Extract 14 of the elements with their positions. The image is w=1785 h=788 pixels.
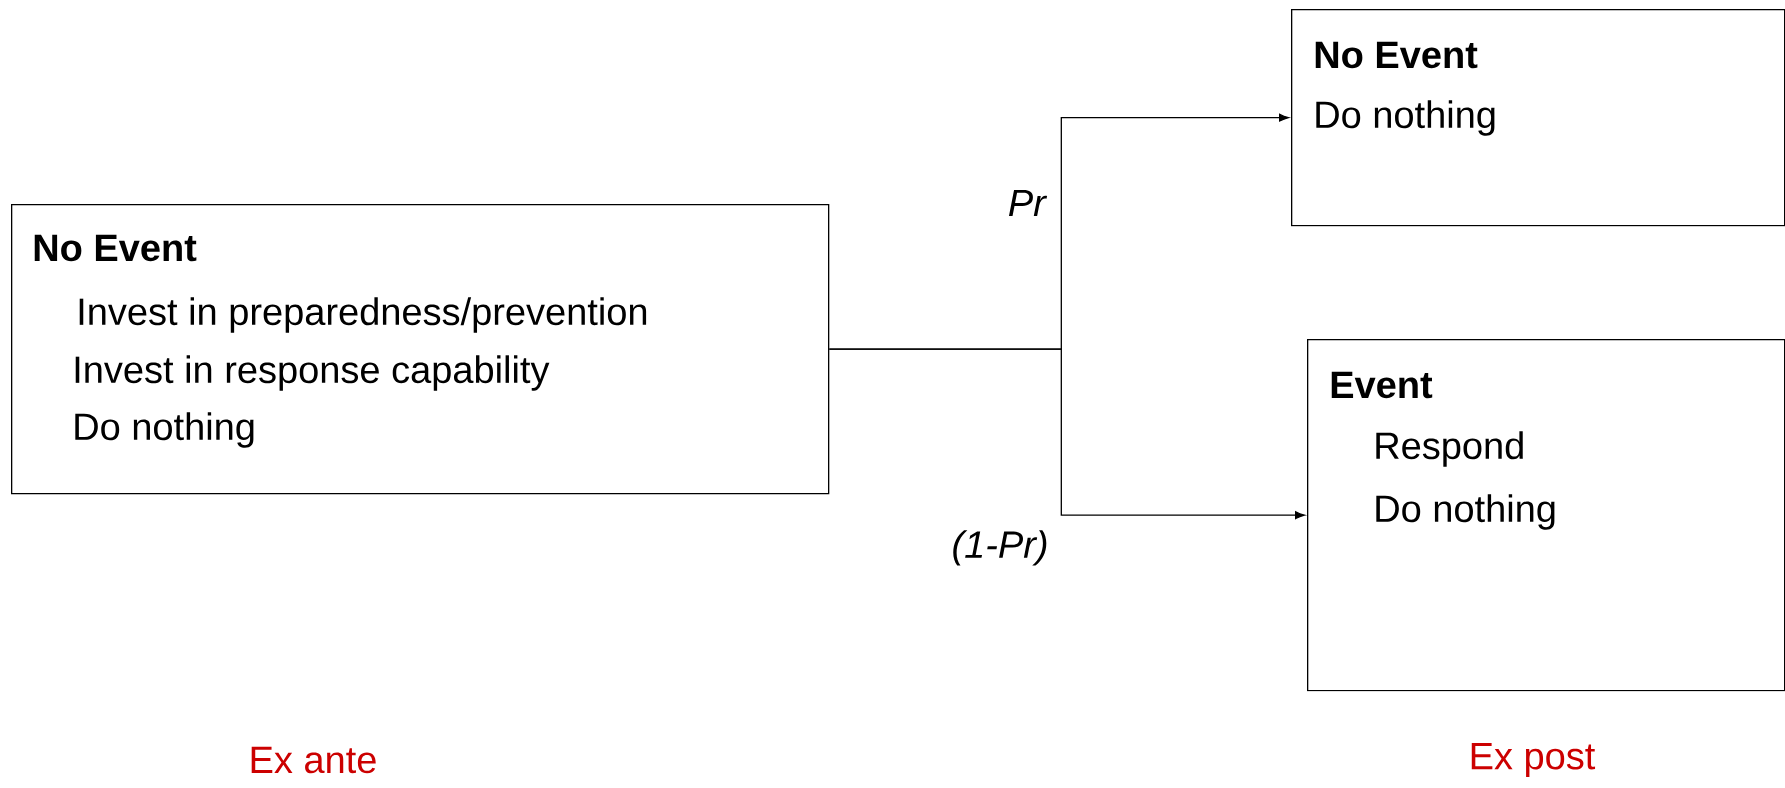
option-text: Invest in response capability (75, 355, 550, 391)
option-text: Respond (1376, 431, 1523, 467)
edge-label: (1-Pr) (949, 528, 1051, 568)
edge-label: Pr (1005, 187, 1048, 219)
option-text: Do nothing (75, 412, 254, 448)
phase-label: Ex ante (251, 746, 376, 774)
arrow (828, 348, 1305, 520)
box-heading: No Event (1315, 41, 1478, 69)
box-heading: No Event (34, 234, 197, 262)
phase-label: Ex post (1471, 743, 1596, 778)
box-heading: Event (1331, 371, 1433, 399)
option-text: Do nothing (1316, 100, 1495, 136)
option-text: Invest in preparedness/prevention (79, 297, 647, 333)
option-text: Do nothing (1376, 494, 1555, 530)
